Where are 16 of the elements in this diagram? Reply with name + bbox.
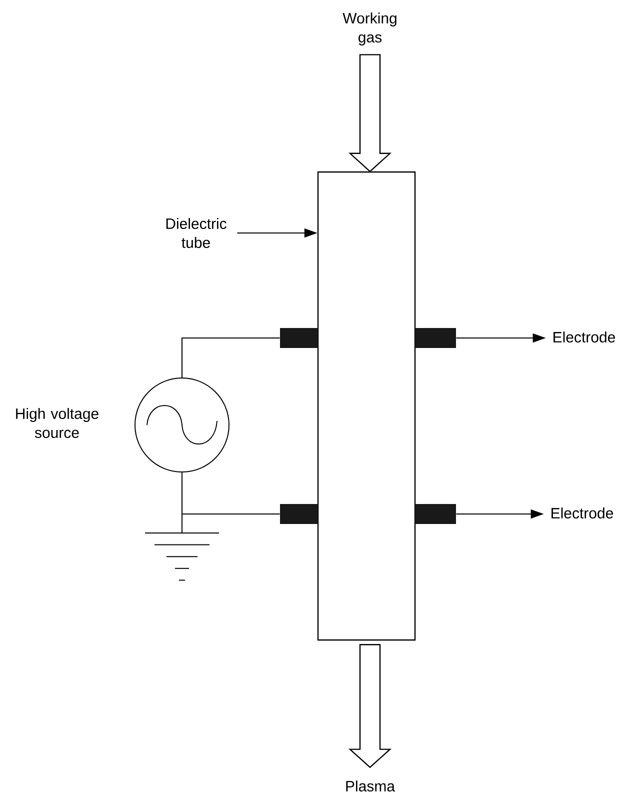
wire <box>182 338 280 378</box>
block-arrow <box>348 54 392 172</box>
dielectric-tube <box>317 171 416 641</box>
block-arrow <box>348 644 392 768</box>
electrode-block <box>415 328 456 348</box>
electrode-block <box>280 504 318 524</box>
ground-symbol <box>144 532 220 581</box>
electrode-block <box>415 504 456 524</box>
electrode-block <box>280 328 318 348</box>
electrode-label: Electrode <box>554 332 615 342</box>
source-label: High voltage source <box>16 408 98 438</box>
electrode-label: Electrode <box>552 508 613 518</box>
ac-source-symbol <box>134 378 230 472</box>
tube-label: Dielectric tube <box>166 218 226 248</box>
inlet-label: Working gas <box>342 12 396 46</box>
outlet-label: Plasma <box>346 780 395 792</box>
